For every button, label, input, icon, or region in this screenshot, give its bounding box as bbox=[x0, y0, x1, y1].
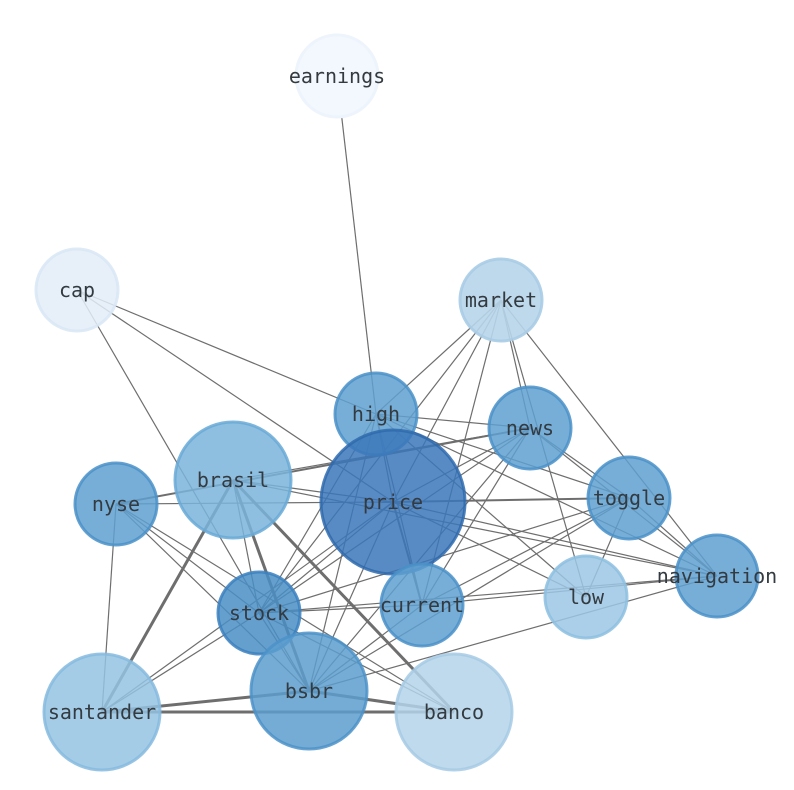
node-circle-earnings bbox=[294, 33, 380, 119]
node-santander: santander bbox=[42, 652, 162, 772]
node-circle-low bbox=[543, 554, 629, 640]
node-circle-market bbox=[458, 257, 544, 343]
edge-market-navigation bbox=[500, 299, 718, 577]
node-label-banco: banco bbox=[424, 700, 484, 724]
edge-toggle-bsbr bbox=[308, 497, 630, 692]
node-label-news: news bbox=[506, 416, 554, 440]
node-label-navigation: navigation bbox=[657, 564, 777, 588]
node-circle-bsbr bbox=[249, 631, 369, 751]
node-circle-banco bbox=[394, 652, 514, 772]
node-label-bsbr: bsbr bbox=[285, 679, 333, 703]
node-current: current bbox=[379, 562, 465, 648]
node-news: news bbox=[487, 385, 573, 471]
nodes-layer: earnings cap market high news brasil nyse price… bbox=[34, 33, 777, 772]
node-label-price: price bbox=[363, 490, 423, 514]
node-stock: stock bbox=[216, 570, 302, 656]
node-label-market: market bbox=[465, 288, 537, 312]
node-circle-toggle bbox=[586, 455, 672, 541]
node-bsbr: bsbr bbox=[249, 631, 369, 751]
node-label-current: current bbox=[380, 593, 464, 617]
node-banco: banco bbox=[394, 652, 514, 772]
node-label-toggle: toggle bbox=[593, 486, 665, 510]
node-earnings: earnings bbox=[289, 33, 385, 119]
node-circle-news bbox=[487, 385, 573, 471]
node-circle-navigation bbox=[674, 533, 760, 619]
edge-earnings-high bbox=[336, 75, 377, 415]
node-label-stock: stock bbox=[229, 601, 289, 625]
edge-navigation-stock bbox=[258, 575, 718, 614]
node-low: low bbox=[543, 554, 629, 640]
node-label-santander: santander bbox=[48, 700, 156, 724]
node-circle-current bbox=[379, 562, 465, 648]
node-circle-nyse bbox=[73, 461, 159, 547]
node-circle-stock bbox=[216, 570, 302, 656]
node-label-brasil: brasil bbox=[197, 468, 269, 492]
node-navigation: navigation bbox=[657, 533, 777, 619]
node-toggle: toggle bbox=[586, 455, 672, 541]
node-label-high: high bbox=[352, 402, 400, 426]
edge-brasil-navigation bbox=[232, 479, 718, 577]
node-label-low: low bbox=[568, 585, 605, 609]
node-label-nyse: nyse bbox=[92, 492, 140, 516]
edge-toggle-stock bbox=[258, 497, 630, 614]
node-circle-santander bbox=[42, 652, 162, 772]
node-label-cap: cap bbox=[59, 278, 95, 302]
node-nyse: nyse bbox=[73, 461, 159, 547]
node-cap: cap bbox=[34, 247, 120, 333]
node-market: market bbox=[458, 257, 544, 343]
node-circle-brasil bbox=[173, 420, 293, 540]
edge-cap-high bbox=[76, 289, 377, 415]
edge-navigation-bsbr bbox=[308, 575, 718, 692]
node-label-earnings: earnings bbox=[289, 64, 385, 88]
node-brasil: brasil bbox=[173, 420, 293, 540]
node-circle-cap bbox=[34, 247, 120, 333]
node-price: price bbox=[319, 428, 467, 576]
